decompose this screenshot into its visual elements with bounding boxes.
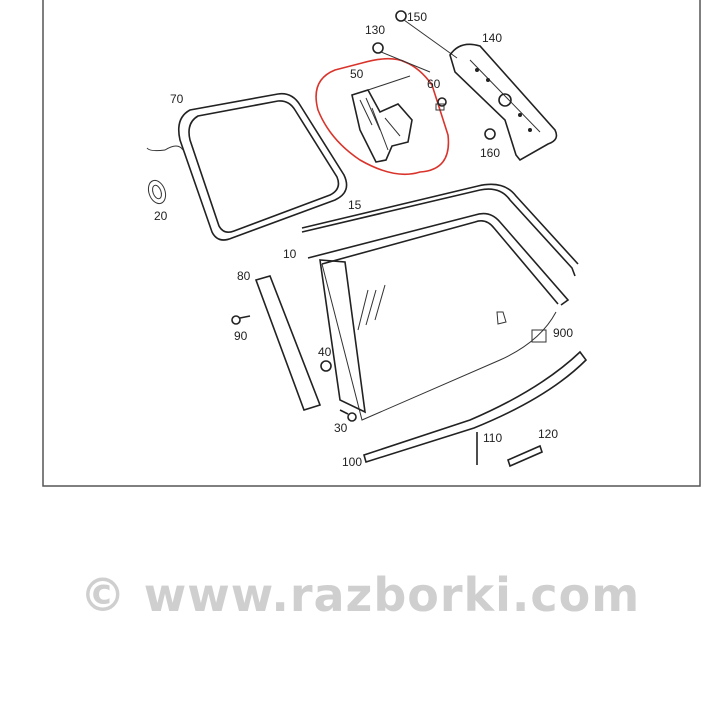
label-160: 160 bbox=[480, 146, 500, 160]
part-70-seal-frame bbox=[146, 92, 348, 241]
label-120: 120 bbox=[538, 427, 558, 441]
part-60-clip bbox=[435, 97, 447, 111]
part-10-window-glass bbox=[307, 212, 570, 421]
part-15-seal-strip bbox=[301, 188, 576, 277]
label-60: 60 bbox=[427, 77, 441, 91]
label-10: 10 bbox=[283, 247, 297, 261]
label-130: 130 bbox=[365, 23, 385, 37]
part-100-lower-seal bbox=[363, 350, 588, 464]
label-100: 100 bbox=[342, 455, 362, 469]
part-120-clip-strip bbox=[507, 444, 543, 468]
part-900-clip bbox=[531, 329, 547, 343]
label-150: 150 bbox=[407, 10, 427, 24]
label-80: 80 bbox=[237, 269, 251, 283]
watermark: © www.razborki.com bbox=[79, 568, 641, 622]
label-50: 50 bbox=[350, 67, 364, 81]
diagram-frame bbox=[42, 0, 701, 487]
part-30-screw bbox=[339, 409, 357, 422]
label-30: 30 bbox=[334, 421, 348, 435]
label-140: 140 bbox=[482, 31, 502, 45]
part-130-washer bbox=[372, 42, 431, 73]
part-140-bracket bbox=[449, 43, 558, 162]
label-20: 20 bbox=[154, 209, 168, 223]
part-80-trim bbox=[254, 275, 322, 411]
part-90-bolt bbox=[231, 315, 251, 325]
part-20-grommet bbox=[147, 179, 167, 205]
part-50-lock-mechanism bbox=[351, 75, 413, 163]
part-160-nut bbox=[484, 128, 496, 140]
part-150-screw bbox=[395, 10, 458, 59]
label-900: 900 bbox=[553, 326, 573, 340]
label-110: 110 bbox=[483, 431, 502, 445]
label-70: 70 bbox=[170, 92, 184, 106]
label-15: 15 bbox=[348, 198, 362, 212]
label-90: 90 bbox=[234, 329, 248, 343]
label-40: 40 bbox=[318, 345, 332, 359]
part-40-bolt bbox=[320, 360, 332, 372]
